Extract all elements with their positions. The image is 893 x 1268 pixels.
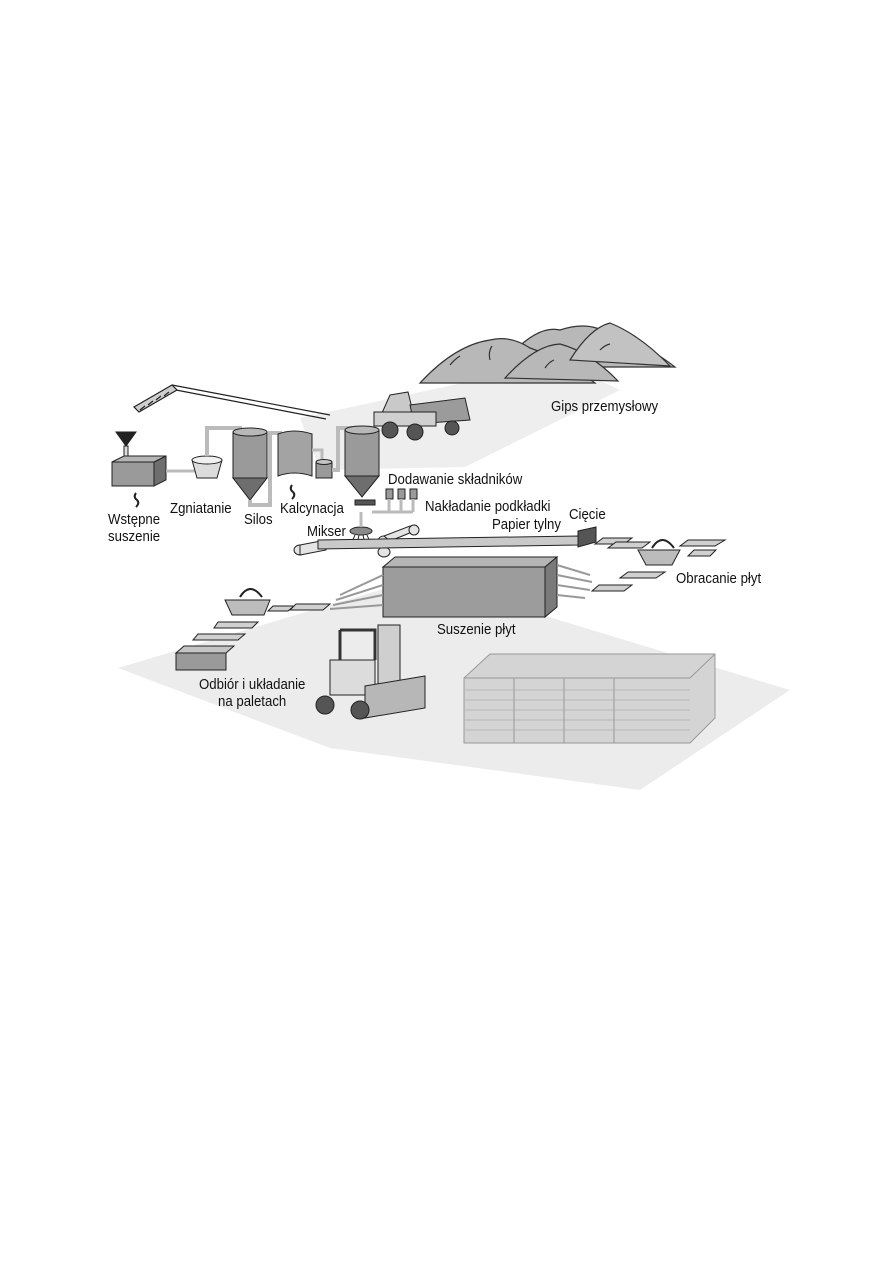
label-wstepne-suszenie-line1: Wstępne	[108, 511, 161, 528]
label-wstepne-suszenie-line2: suszenie	[108, 528, 161, 545]
board-stacks-icon	[463, 653, 716, 744]
additive-dispensers-icon	[372, 488, 418, 514]
production-line-icon	[317, 526, 634, 550]
board-turner-left-icon	[174, 588, 332, 671]
dump-truck-icon	[373, 391, 471, 441]
label-suszenie-plyt: Suszenie płyt	[437, 621, 516, 638]
silo-2-icon	[343, 425, 381, 506]
label-gips-przemyslowy: Gips przemysłowy	[551, 398, 659, 415]
calciner-icon	[277, 426, 352, 500]
pre-dryer-icon	[111, 431, 195, 508]
label-odbior-line2: na paletach	[218, 693, 287, 710]
label-nakladanie-podkladki: Nakładanie podkładki	[425, 498, 551, 515]
board-dryer-icon	[329, 555, 593, 619]
label-mikser: Mikser	[307, 523, 346, 540]
label-obracanie-plyt: Obracanie płyt	[676, 570, 762, 587]
mixer-icon	[349, 512, 373, 544]
label-zgniatanie: Zgniatanie	[170, 500, 232, 517]
forklift-icon	[315, 624, 426, 720]
label-dodawanie-skladnikow: Dodawanie składników	[388, 471, 523, 488]
label-odbior-line1: Odbiór i układanie	[199, 676, 306, 693]
label-silos: Silos	[244, 511, 273, 528]
board-turner-right-icon	[590, 539, 727, 592]
gypsum-piles-icon	[418, 322, 677, 384]
label-papier-tylny: Papier tylny	[492, 516, 561, 533]
silo-icon	[231, 427, 282, 507]
crusher-icon	[191, 426, 242, 479]
label-ciecie: Cięcie	[569, 506, 606, 523]
conveyor-icon	[133, 384, 331, 420]
label-kalcynacja: Kalcynacja	[280, 500, 344, 517]
